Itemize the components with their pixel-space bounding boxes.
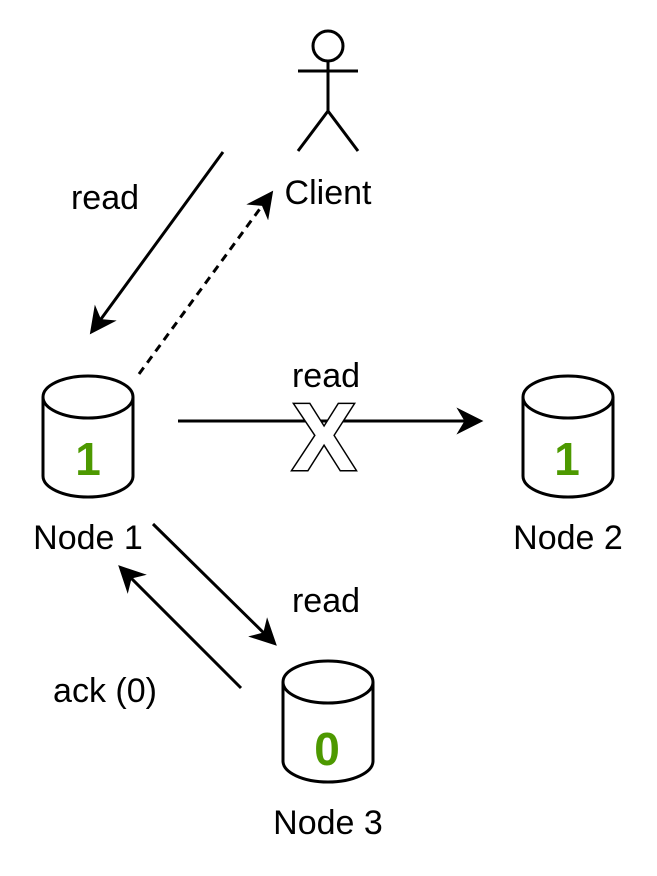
node2-value: 1 <box>554 433 580 485</box>
node3-cylinder-icon <box>281 659 375 784</box>
node1-label: Node 1 <box>33 519 143 557</box>
label-node2-read: read <box>292 357 360 395</box>
arrow-node3-to-node1 <box>118 565 243 690</box>
node1-cylinder-icon <box>41 374 135 499</box>
arrow-client-to-node1 <box>89 151 225 335</box>
client-label: Client <box>285 174 372 212</box>
node2-cylinder-icon <box>521 374 615 499</box>
node3-label: Node 3 <box>273 804 383 842</box>
label-node3-read: read <box>292 582 360 620</box>
client-left-leg <box>296 110 330 152</box>
client-right-leg <box>326 110 360 152</box>
label-ack: ack (0) <box>53 672 157 710</box>
failure-x-icon: X <box>292 384 356 491</box>
label-client-read: read <box>71 179 139 217</box>
arrow-node1-to-client-dashed <box>137 190 274 375</box>
client-icon <box>296 29 360 152</box>
node3-value: 0 <box>314 723 340 775</box>
client-head <box>311 29 345 63</box>
node2-label: Node 2 <box>513 519 623 557</box>
arrow-node1-to-node3 <box>151 522 277 646</box>
node1-value: 1 <box>75 433 101 485</box>
